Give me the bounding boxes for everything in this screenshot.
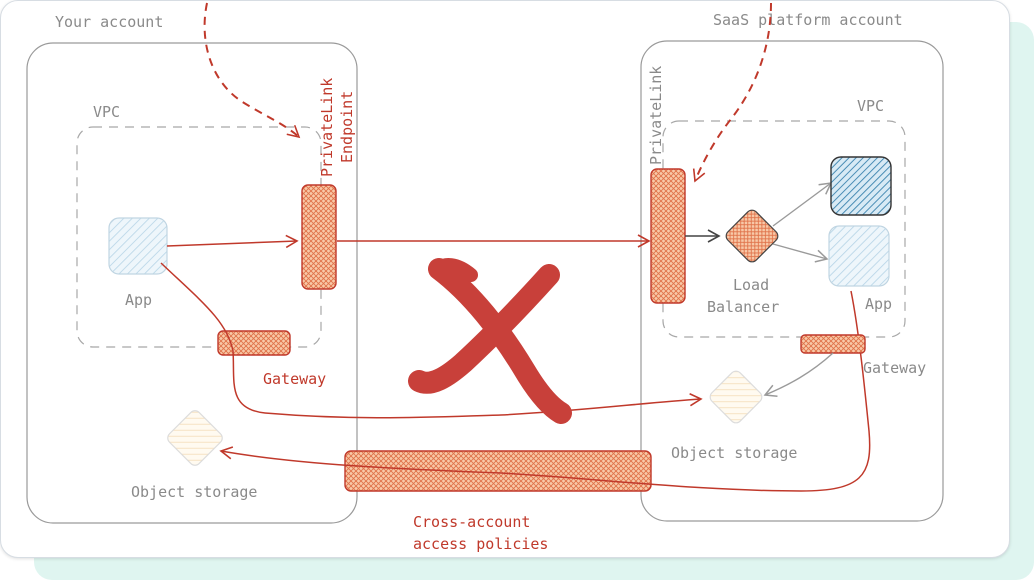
right-object-storage-icon [709,370,763,424]
right-app-label: App [865,295,892,313]
app-to-endpoint-arrow [166,234,299,249]
left-storage-label: Object storage [131,483,257,501]
lb-to-top-app-arrow [772,182,833,227]
endpoint-label-1: PrivateLink [318,78,336,177]
saas-account-title: SaaS platform account [713,11,903,29]
blocked-x-mark [408,258,572,424]
architecture-diagram: Your account SaaS platform account VPC V… [26,2,944,553]
lb-to-bottom-app-arrow [772,243,829,263]
saas-privatelink-label: PrivateLink [647,66,665,165]
right-gateway-label: Gateway [863,359,926,377]
endpoint-label-2: Endpoint [338,91,356,163]
right-gateway-bar [800,334,866,354]
left-gateway-bar [217,330,291,356]
cross-account-bar [344,450,652,492]
saas-account-box [640,40,944,522]
your-vpc-label: VPC [93,103,120,121]
dashed-arrow-right [692,2,772,183]
load-balancer-icon [725,209,779,263]
diagram-card: Your account SaaS platform account VPC V… [0,0,1010,558]
gateway-to-storage-arrow [763,352,834,398]
right-app-to-left-storage-path [219,290,871,492]
saas-privatelink-bar [650,168,686,304]
your-account-title: Your account [55,13,163,31]
right-app-bottom-icon [828,225,890,287]
privatelink-endpoint-bar [301,184,337,290]
left-gateway-label: Gateway [263,370,326,388]
right-app-top-icon [830,156,892,216]
cross-account-label-1: Cross-account [413,513,530,531]
left-app-icon [108,217,168,275]
your-account-box [26,42,358,524]
dashed-arrow-left [203,2,301,139]
right-storage-label: Object storage [671,444,797,462]
left-app-label: App [125,291,152,309]
app-to-right-storage-path [160,262,703,419]
saas-vpc-label: VPC [857,97,884,115]
lb-label-1: Load [733,276,769,294]
cross-account-label-2: access policies [413,535,548,553]
left-object-storage-icon [167,410,223,466]
lb-label-2: Balancer [707,298,779,316]
